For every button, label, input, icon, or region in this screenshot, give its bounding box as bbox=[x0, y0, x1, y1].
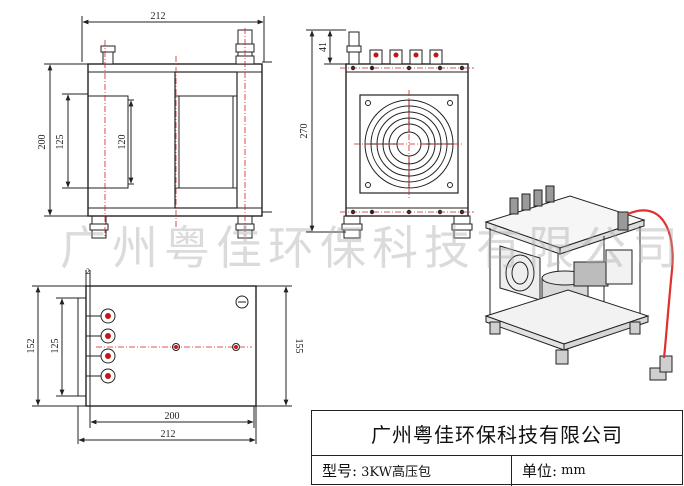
dim-front-inner-outer: 125 bbox=[55, 135, 66, 150]
dim-side-top: 41 bbox=[318, 42, 329, 52]
top-view bbox=[32, 270, 292, 444]
hv-cable bbox=[627, 209, 674, 359]
dim-front-width: 212 bbox=[151, 11, 166, 22]
title-block-unit: 单位: mm bbox=[512, 455, 682, 486]
title-block-company: 广州粤佳环保科技有限公司 bbox=[312, 411, 682, 456]
unit-value: mm bbox=[561, 463, 586, 478]
side-view bbox=[306, 29, 473, 239]
dim-front-inner: 120 bbox=[117, 135, 128, 150]
dim-top-right: 155 bbox=[293, 339, 304, 354]
dim-front-height: 200 bbox=[37, 135, 48, 150]
front-view bbox=[44, 16, 272, 239]
title-block: 广州粤佳环保科技有限公司 型号: 3KW高压包 单位: mm bbox=[311, 410, 683, 486]
dim-side-height: 270 bbox=[299, 124, 310, 139]
isometric-view bbox=[484, 185, 673, 381]
front-view-centerlines bbox=[104, 28, 246, 236]
unit-label: 单位: bbox=[522, 462, 558, 480]
title-block-model: 型号: 3KW高压包 bbox=[312, 455, 512, 486]
dim-bottom-inner: 200 bbox=[165, 411, 180, 422]
dim-bottom-outer: 212 bbox=[161, 429, 176, 440]
dim-top-left-inner: 125 bbox=[50, 339, 61, 354]
side-view-terminal-marks bbox=[373, 52, 439, 58]
model-label: 型号: bbox=[322, 462, 358, 480]
top-view-terminals bbox=[105, 313, 238, 379]
dim-top-small: 2 bbox=[86, 267, 90, 276]
side-view-centerlines bbox=[340, 67, 474, 213]
dim-top-left-outer: 152 bbox=[26, 339, 37, 354]
model-value: 3KW高压包 bbox=[361, 465, 431, 480]
